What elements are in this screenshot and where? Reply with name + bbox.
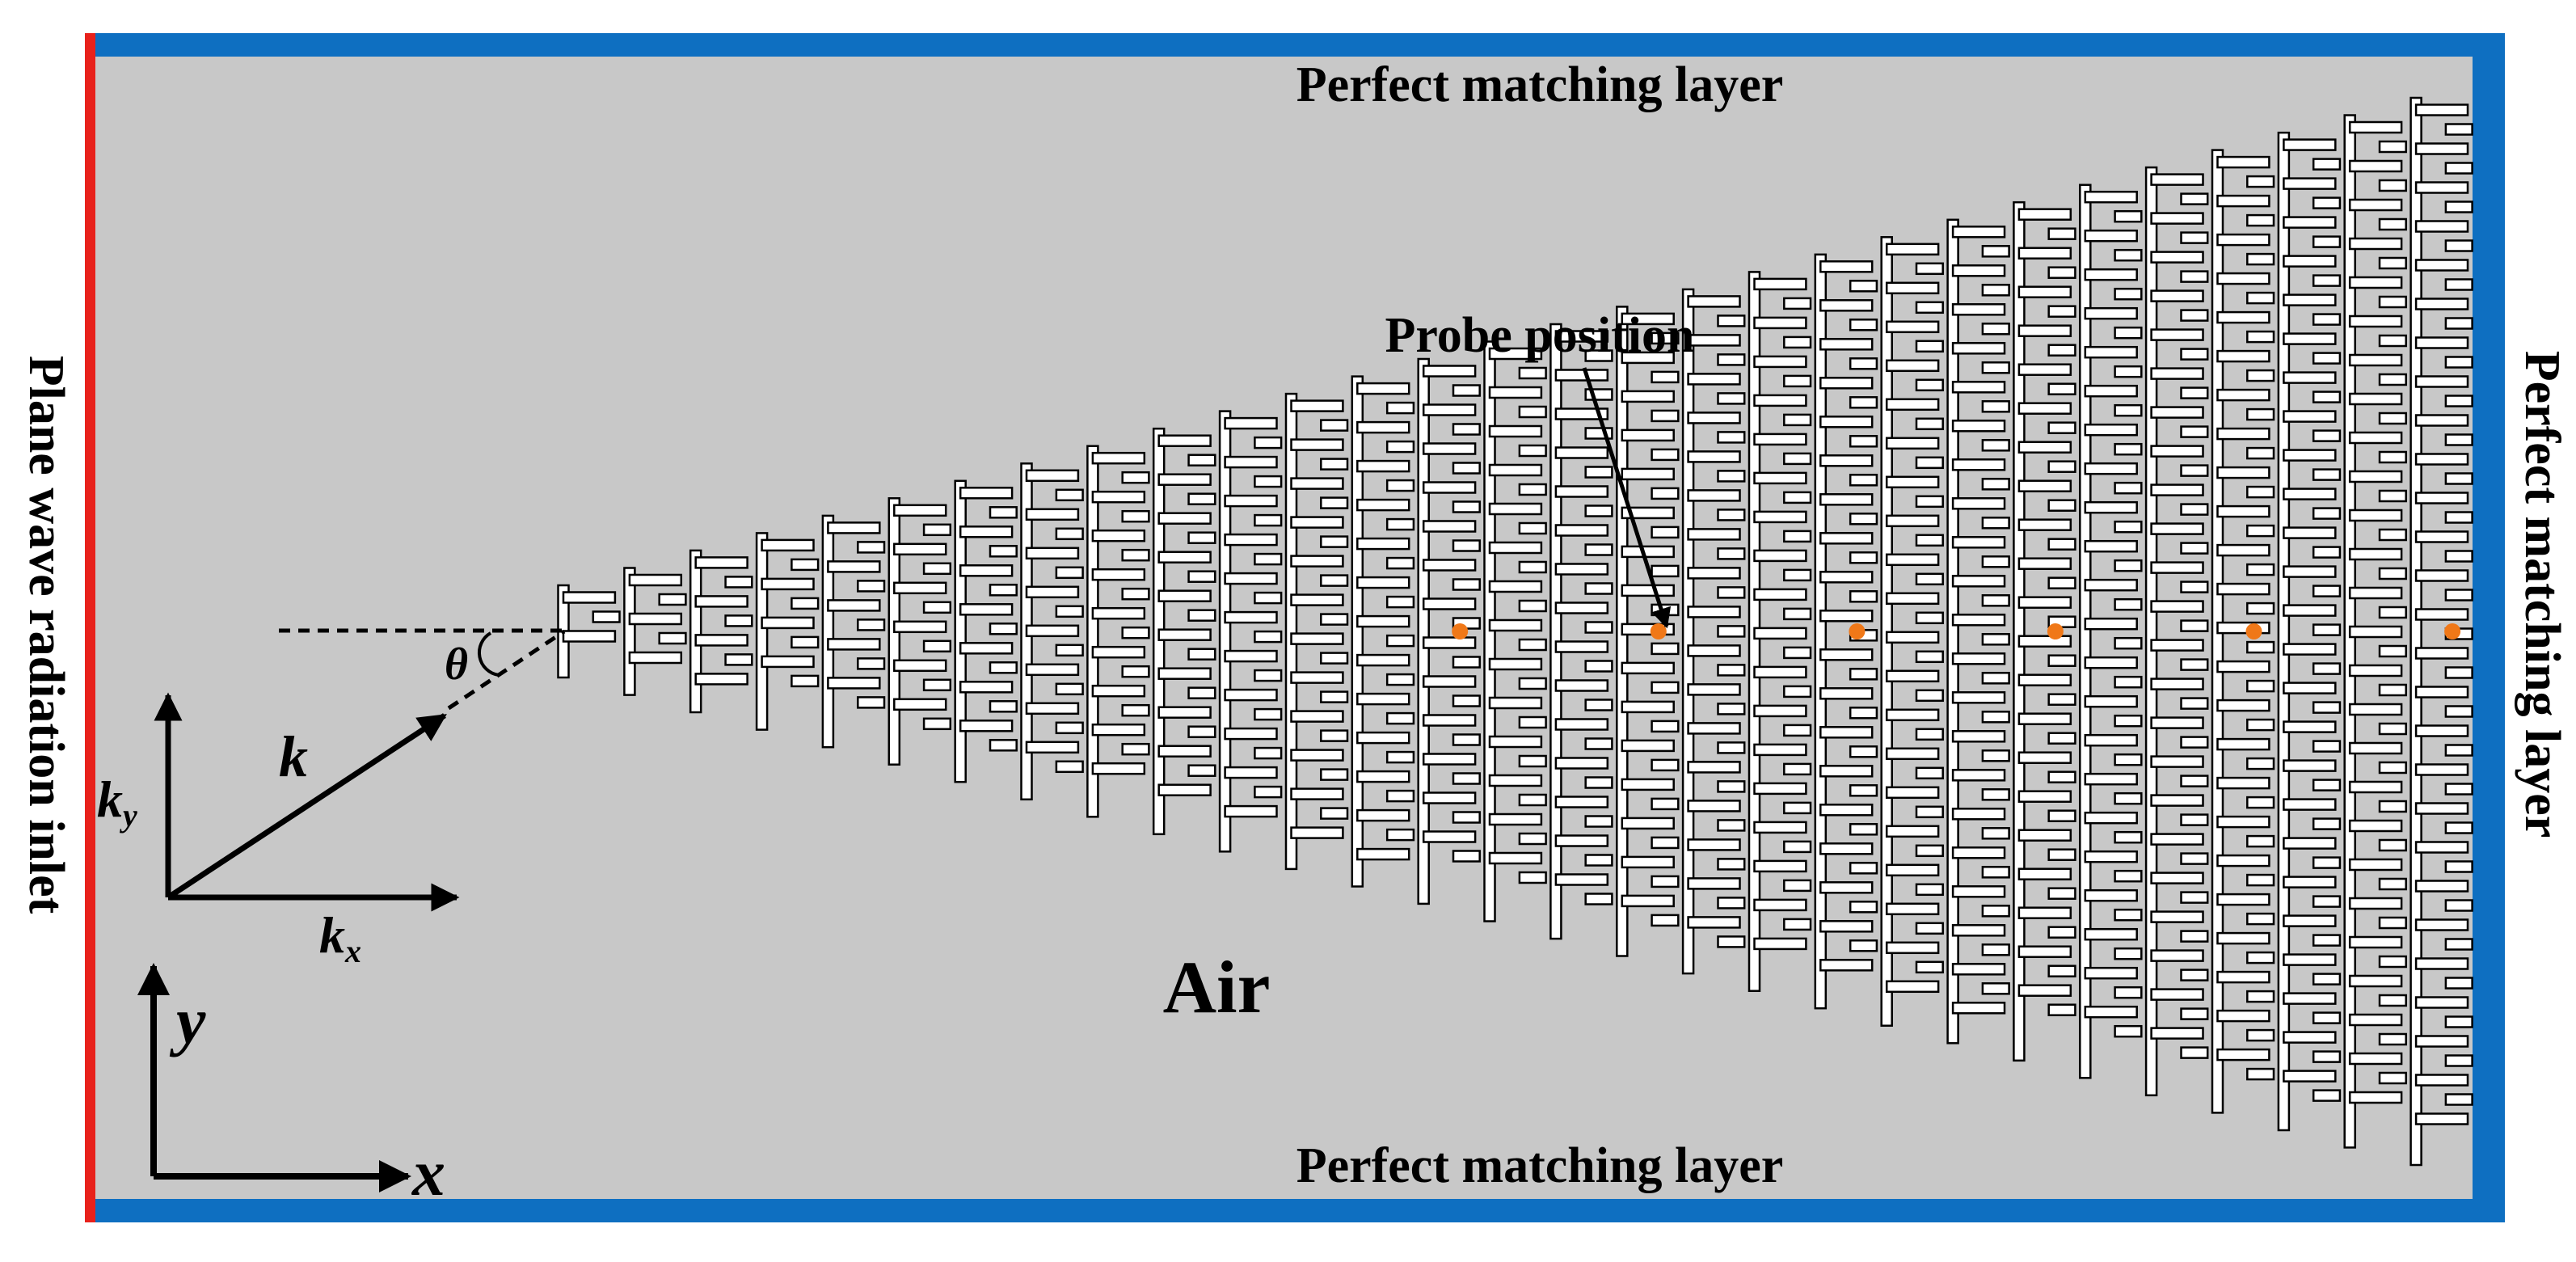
ky-label: ky [97,770,137,834]
meander-unit [1086,445,1150,818]
meander-unit [755,532,820,731]
probe-point [2444,623,2461,639]
probe-point [1452,623,1469,639]
meander-unit [2144,166,2209,1097]
theta-label: θ [445,639,468,690]
meander-unit [1748,271,1812,992]
k-vector-label: k [279,724,308,789]
meander-unit [1616,306,1680,957]
meander-unit [2013,200,2076,1062]
meander-unit [623,567,687,696]
inlet-label: Plane wave radiation inlet [19,356,74,914]
meander-structure [557,96,2473,1167]
probe-point [2245,623,2262,639]
meander-unit [887,497,952,766]
meander-unit [1880,236,1944,1027]
meander-unit [1681,288,1746,975]
incidence-extension-line [447,629,566,711]
meander-unit [1549,323,1613,940]
probe-arrow [1582,367,1672,629]
meander-unit [2211,149,2275,1114]
probe-label: Probe position [1385,308,1695,363]
meander-unit [821,514,886,749]
pml-right-border [2473,33,2505,1222]
probe-point [1849,623,1866,639]
meander-unit [2343,114,2407,1149]
kx-label: kx [319,906,361,969]
pml-right-label: Perfect matching layer [2515,351,2570,838]
pml-bottom-label: Perfect matching layer [1296,1138,1784,1193]
meander-unit [1218,410,1283,853]
meander-unit [2277,131,2342,1132]
air-label: Air [1163,946,1271,1028]
meander-unit [1351,375,1415,888]
meander-unit [1152,427,1216,836]
meander-unit [689,549,753,714]
pml-top-label: Perfect matching layer [1296,57,1784,112]
meander-unit [2079,184,2143,1079]
meander-unit [1284,392,1349,871]
pml-top-border [85,33,2505,57]
k-vector-arrow [167,713,447,900]
meander-unit [1417,357,1481,905]
inlet-line [85,33,95,1222]
meander-unit [954,479,1018,783]
probe-point [2047,623,2064,639]
meander-unit [1020,462,1084,801]
probe-point [1650,623,1667,639]
theta-arc [477,631,500,677]
x-axis-label: x [411,1136,445,1209]
pml-bottom-border [85,1199,2505,1222]
meander-unit [1483,340,1547,922]
meander-unit [1946,218,2010,1045]
meander-unit [2409,96,2473,1167]
